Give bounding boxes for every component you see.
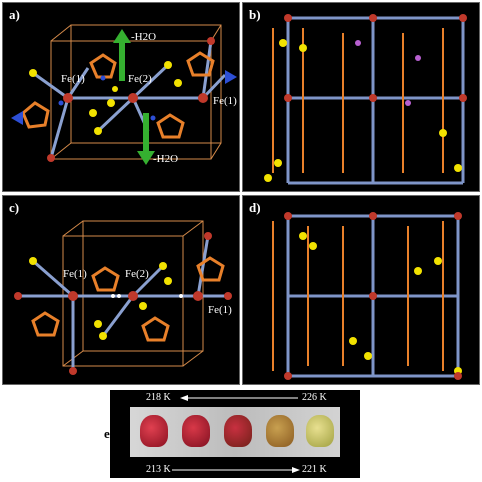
panel-c-label: c) bbox=[9, 200, 20, 215]
temp-bottom-left: 213 K bbox=[146, 464, 171, 475]
framework-structure-b bbox=[264, 14, 467, 185]
panel-e-label: e) bbox=[104, 426, 115, 441]
crystal-1 bbox=[140, 415, 168, 447]
fe2-label: Fe(2) bbox=[128, 73, 152, 85]
temp-bottom-right: 221 K bbox=[302, 464, 327, 475]
panel-d: d) bbox=[242, 195, 480, 385]
temp-top-left: 218 K bbox=[146, 392, 171, 403]
fe1-label-left: Fe(1) bbox=[61, 73, 85, 85]
arrow-left-icon bbox=[180, 395, 188, 401]
crystal-2 bbox=[182, 415, 210, 447]
panel-b: b) bbox=[242, 2, 480, 192]
water-label-bottom: -H2O bbox=[153, 153, 179, 165]
crystal-3 bbox=[224, 415, 252, 447]
panel-a-label: a) bbox=[9, 7, 20, 22]
panel-e: 218 K 226 K e) 213 K 221 K bbox=[104, 390, 360, 478]
fe1-label-right: Fe(1) bbox=[213, 95, 237, 107]
temp-top-right: 226 K bbox=[302, 392, 327, 403]
water-label-top: -H2O bbox=[131, 31, 157, 43]
molecule-structure-a bbox=[11, 24, 237, 165]
panel-b-label: b) bbox=[249, 7, 261, 22]
panel-a: a) Fe(1) Fe(2) Fe(1) -H2O -H2O bbox=[2, 2, 240, 192]
crystal-photo-strip bbox=[130, 407, 340, 457]
fe1-label-left-c: Fe(1) bbox=[63, 268, 87, 280]
molecule-structure-c bbox=[14, 220, 232, 375]
crystal-5 bbox=[306, 415, 334, 447]
panel-c: c) Fe(1) Fe(2) Fe(1) bbox=[2, 195, 240, 385]
framework-structure-d bbox=[272, 212, 462, 380]
fe2-label-c: Fe(2) bbox=[125, 268, 149, 280]
crystal-4 bbox=[266, 415, 294, 447]
arrow-right-icon bbox=[292, 467, 300, 473]
panel-d-label: d) bbox=[249, 200, 261, 215]
fe1-label-right-c: Fe(1) bbox=[208, 304, 232, 316]
temperature-arrows bbox=[172, 395, 300, 473]
